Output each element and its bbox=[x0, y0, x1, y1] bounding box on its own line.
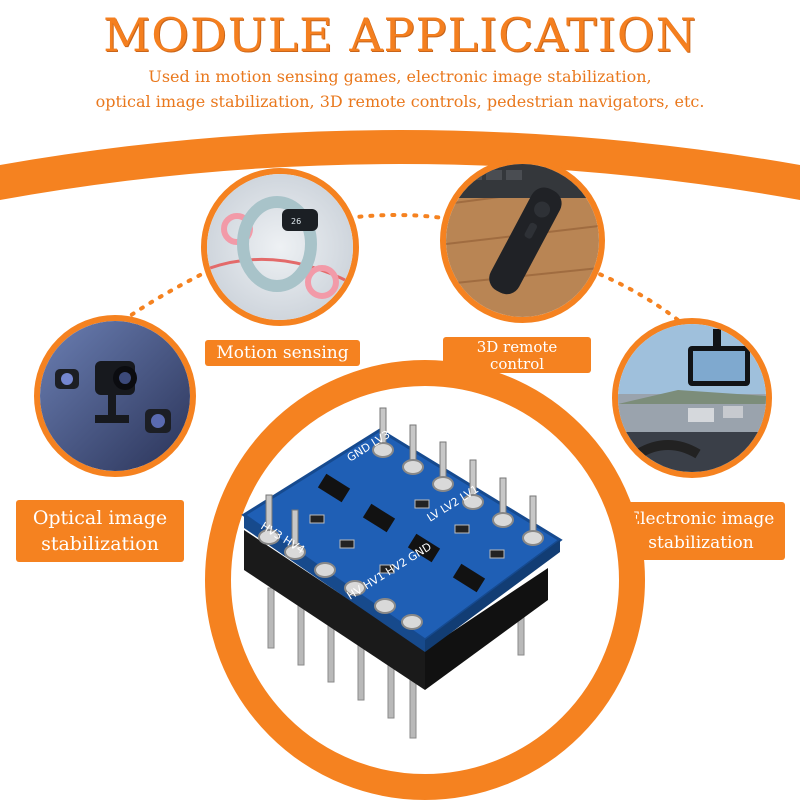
optical-stabilization-label-line-1: Optical image bbox=[32, 507, 168, 529]
electronic-stabilization-photo bbox=[612, 318, 772, 478]
optical-stabilization-label-line-2: stabilization bbox=[41, 533, 159, 555]
electronic-stabilization-label-line-1: Electronic image bbox=[627, 509, 775, 529]
remote-control-label-line-2: control bbox=[489, 355, 545, 373]
motion-sensing-label: Motion sensing bbox=[205, 340, 360, 366]
remote-control-photo bbox=[440, 158, 605, 323]
electronic-stabilization-label-line-2: stabilization bbox=[648, 533, 754, 553]
level-shifter-module-image: GND LV3 LV4 LV LV2 LV1 HV3 HV4 HV HV1 HV… bbox=[241, 407, 563, 739]
motion-sensing-label-text: Motion sensing bbox=[216, 343, 349, 363]
remote-control-label-line-1: 3D remote bbox=[476, 338, 558, 356]
optical-stabilization-photo bbox=[34, 315, 196, 477]
motion-sensing-photo: 26 bbox=[201, 168, 359, 326]
subtitle-line-1: Used in motion sensing games, electronic… bbox=[148, 67, 652, 86]
subtitle-line-2: optical image stabilization, 3D remote c… bbox=[95, 92, 705, 111]
page-title: MODULE APPLICATION bbox=[103, 8, 697, 62]
electronic-stabilization-label: Electronic image stabilization bbox=[617, 502, 785, 560]
svg-text:26: 26 bbox=[291, 217, 301, 226]
optical-stabilization-label: Optical image stabilization bbox=[16, 500, 184, 562]
